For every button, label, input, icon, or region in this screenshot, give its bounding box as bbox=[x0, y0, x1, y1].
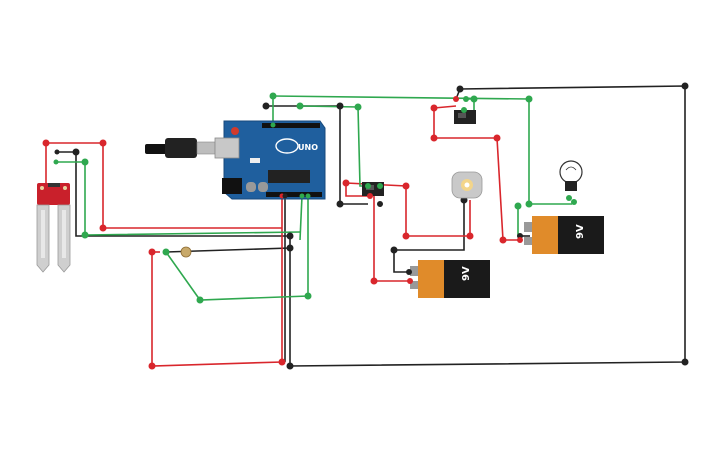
wire-endpoint[interactable] bbox=[81, 158, 89, 166]
wire-endpoint[interactable] bbox=[354, 103, 362, 111]
wire-endpoint[interactable] bbox=[430, 134, 438, 142]
usb-cable bbox=[145, 138, 216, 158]
wire-endpoint[interactable] bbox=[370, 277, 378, 285]
battery-9v-left[interactable]: 9V bbox=[406, 260, 490, 298]
wire-endpoint[interactable] bbox=[525, 200, 533, 208]
wire-endpoint[interactable] bbox=[81, 231, 89, 239]
wire-endpoint[interactable] bbox=[681, 358, 689, 366]
wire-endpoint[interactable] bbox=[148, 362, 156, 370]
wire-endpoint[interactable] bbox=[390, 246, 398, 254]
wire-endpoint[interactable] bbox=[681, 82, 689, 90]
wire-red[interactable] bbox=[46, 142, 282, 229]
wire-endpoint[interactable] bbox=[286, 362, 294, 370]
wire-green[interactable] bbox=[299, 195, 303, 241]
dc-motor[interactable] bbox=[451, 171, 483, 199]
wire-endpoint[interactable] bbox=[499, 236, 507, 244]
wire-endpoint[interactable] bbox=[286, 232, 294, 240]
wire-endpoint[interactable] bbox=[99, 139, 107, 147]
wire-red[interactable] bbox=[433, 105, 457, 109]
arduino-brand-label: UNO bbox=[298, 143, 318, 152]
wire-endpoint[interactable] bbox=[99, 224, 107, 232]
wire-endpoint[interactable] bbox=[72, 148, 80, 156]
wire-black[interactable] bbox=[393, 250, 408, 273]
relay-module-left[interactable] bbox=[362, 182, 384, 207]
wire-endpoints bbox=[42, 82, 689, 370]
wire-black[interactable] bbox=[289, 85, 686, 367]
wire-black[interactable] bbox=[394, 200, 465, 251]
light-bulb[interactable] bbox=[559, 160, 583, 205]
wire-endpoint[interactable] bbox=[402, 232, 410, 240]
wire-endpoint[interactable] bbox=[42, 139, 50, 147]
wire-endpoint[interactable] bbox=[525, 95, 533, 103]
header-connectors bbox=[53, 122, 311, 199]
wire-green[interactable] bbox=[56, 161, 301, 236]
relay-module-right[interactable] bbox=[453, 96, 476, 124]
battery-left-label: 9V bbox=[461, 266, 472, 281]
wire-endpoint[interactable] bbox=[286, 244, 294, 252]
arduino-uno[interactable]: UNO bbox=[214, 120, 326, 200]
wire-red[interactable] bbox=[151, 196, 283, 367]
wire-endpoint[interactable] bbox=[262, 102, 270, 110]
wire-green[interactable] bbox=[272, 95, 572, 205]
battery-right-label: 9V bbox=[575, 224, 586, 239]
wire-endpoint[interactable] bbox=[493, 134, 501, 142]
wire-endpoint[interactable] bbox=[278, 358, 286, 366]
wire-endpoint[interactable] bbox=[148, 248, 156, 256]
wire-endpoint[interactable] bbox=[514, 202, 522, 210]
wire-green[interactable] bbox=[165, 196, 309, 301]
wire-endpoint[interactable] bbox=[304, 292, 312, 300]
wire-endpoint[interactable] bbox=[336, 200, 344, 208]
wire-endpoint[interactable] bbox=[470, 95, 478, 103]
wire-black[interactable] bbox=[57, 151, 290, 237]
wire-endpoint[interactable] bbox=[296, 102, 304, 110]
soil-moisture-sensor[interactable] bbox=[36, 183, 71, 273]
wire-endpoint[interactable] bbox=[269, 92, 277, 100]
wire-endpoint[interactable] bbox=[456, 85, 464, 93]
wire-endpoint[interactable] bbox=[342, 179, 350, 187]
battery-9v-right[interactable]: 9V bbox=[517, 216, 604, 254]
wire-endpoint[interactable] bbox=[402, 182, 410, 190]
wire-endpoint[interactable] bbox=[430, 104, 438, 112]
potentiometer[interactable] bbox=[162, 246, 192, 258]
wire-endpoint[interactable] bbox=[466, 232, 474, 240]
wire-endpoint[interactable] bbox=[196, 296, 204, 304]
wire-endpoint[interactable] bbox=[336, 102, 344, 110]
